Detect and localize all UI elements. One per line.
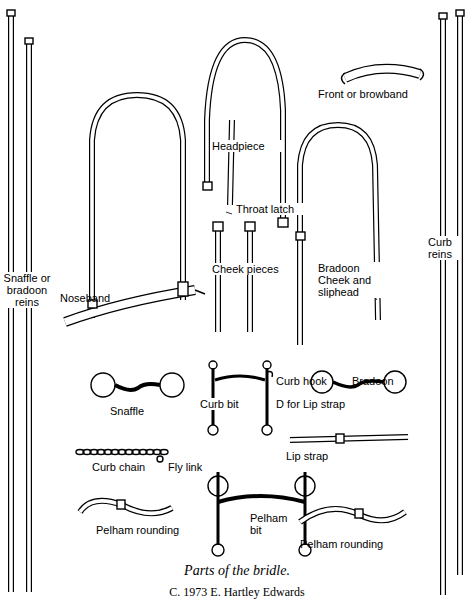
pelham-bit-part bbox=[218, 472, 305, 545]
headpiece-part bbox=[207, 40, 283, 222]
noseband bbox=[65, 95, 205, 322]
curb-chain-part bbox=[160, 450, 168, 455]
noseband-part bbox=[178, 282, 188, 296]
noseband-part bbox=[92, 95, 183, 318]
pelham-bit-part bbox=[218, 496, 305, 502]
snaffle-reins-part bbox=[26, 40, 32, 592]
browband bbox=[342, 69, 424, 84]
snaffle-bit-part bbox=[160, 373, 184, 397]
figure-caption: Parts of the bridle. bbox=[0, 563, 474, 579]
curb-reins-part bbox=[440, 15, 446, 595]
curb-bit-part bbox=[215, 376, 265, 380]
snaffle-bit bbox=[91, 373, 184, 397]
pelham-rounding-part bbox=[80, 501, 172, 514]
part-label: Noseband bbox=[60, 292, 130, 304]
headpiece-part bbox=[278, 218, 288, 227]
part-label: Snaffle bbox=[110, 405, 170, 417]
lip-strap-part bbox=[290, 437, 408, 440]
pelham-rounding-part bbox=[300, 509, 405, 522]
curb-bit-part bbox=[262, 425, 272, 435]
snaffle-reins-part bbox=[25, 38, 33, 44]
curb-reins bbox=[439, 10, 464, 595]
curb-bit-part bbox=[267, 372, 272, 377]
cheek-pieces-part bbox=[216, 228, 220, 332]
snaffle-bit-part bbox=[91, 373, 115, 397]
part-label: Snaffle or bradoon reins bbox=[2, 272, 52, 308]
bradoon-sliphead-part bbox=[300, 125, 378, 345]
part-label: Headpiece bbox=[212, 140, 282, 152]
part-label: Curb reins bbox=[420, 236, 460, 260]
headpiece-part bbox=[203, 182, 212, 190]
pelham-rounding-part bbox=[355, 509, 363, 518]
curb-reins-part bbox=[441, 15, 445, 595]
browband-part bbox=[345, 69, 420, 78]
snaffle-reins-part bbox=[27, 40, 31, 592]
noseband-part bbox=[195, 290, 205, 294]
part-label: Bradoon bbox=[352, 375, 412, 387]
bradoon-sliphead-part bbox=[300, 125, 378, 345]
part-label: Throat latch bbox=[236, 203, 316, 215]
part-label: D for Lip strap bbox=[276, 398, 376, 410]
headpiece bbox=[203, 40, 288, 227]
part-label: Lip strap bbox=[286, 450, 356, 462]
browband-part bbox=[345, 69, 420, 78]
pelham-bit-part bbox=[212, 544, 224, 556]
pelham-rounding bbox=[80, 500, 405, 522]
part-label: Bradoon Cheek and sliphead bbox=[318, 262, 386, 298]
part-label: Fly link bbox=[168, 461, 228, 473]
bradoon-sliphead bbox=[296, 125, 378, 345]
lip-strap-part bbox=[290, 437, 408, 440]
snaffle-reins-part bbox=[7, 10, 15, 16]
lip-strap-part bbox=[336, 434, 344, 443]
lip-strap bbox=[290, 434, 408, 443]
headpiece-part bbox=[230, 120, 232, 205]
part-label: Front or browband bbox=[318, 88, 438, 100]
headpiece-part bbox=[207, 40, 283, 222]
curb-reins-part bbox=[456, 10, 464, 16]
part-label: Curb chain bbox=[92, 461, 162, 473]
pelham-bit bbox=[208, 472, 315, 556]
curb-bit-part bbox=[208, 425, 218, 435]
curb-bit-part bbox=[209, 361, 217, 369]
cheek-pieces-part bbox=[247, 228, 253, 332]
part-label: Pelham rounding bbox=[300, 538, 400, 550]
cheek-pieces-part bbox=[245, 222, 255, 231]
snaffle-bit-part bbox=[115, 384, 160, 390]
bradoon-sliphead-part bbox=[296, 232, 305, 240]
cheek-pieces-part bbox=[248, 228, 252, 332]
browband-part bbox=[420, 69, 424, 80]
curb-reins-part bbox=[439, 13, 447, 19]
pelham-rounding-part bbox=[80, 501, 172, 514]
curb-bit-part bbox=[213, 368, 267, 425]
noseband-part bbox=[92, 95, 183, 318]
curb-reins-part bbox=[457, 12, 463, 575]
curb-reins-part bbox=[458, 12, 462, 575]
curb-chain bbox=[76, 450, 168, 463]
curb-chain-part bbox=[157, 456, 163, 462]
part-label: Pelham rounding bbox=[96, 524, 196, 536]
part-label: Curb hook bbox=[276, 375, 346, 387]
cheek-pieces bbox=[213, 222, 255, 332]
leader-lines-part bbox=[226, 212, 232, 214]
part-label: Curb bit bbox=[200, 398, 260, 410]
browband-part bbox=[342, 73, 346, 84]
cheek-pieces-part bbox=[213, 222, 223, 231]
cheek-pieces-part bbox=[215, 228, 221, 332]
pelham-rounding-part bbox=[117, 500, 125, 509]
part-label: Cheek pieces bbox=[212, 263, 292, 275]
part-label: Pelham bit bbox=[250, 512, 290, 536]
credit-text: C. 1973 E. Hartley Edwards bbox=[0, 585, 474, 600]
headpiece-part bbox=[230, 120, 232, 205]
curb-bit-part bbox=[263, 361, 271, 369]
pelham-rounding-part bbox=[300, 509, 405, 522]
